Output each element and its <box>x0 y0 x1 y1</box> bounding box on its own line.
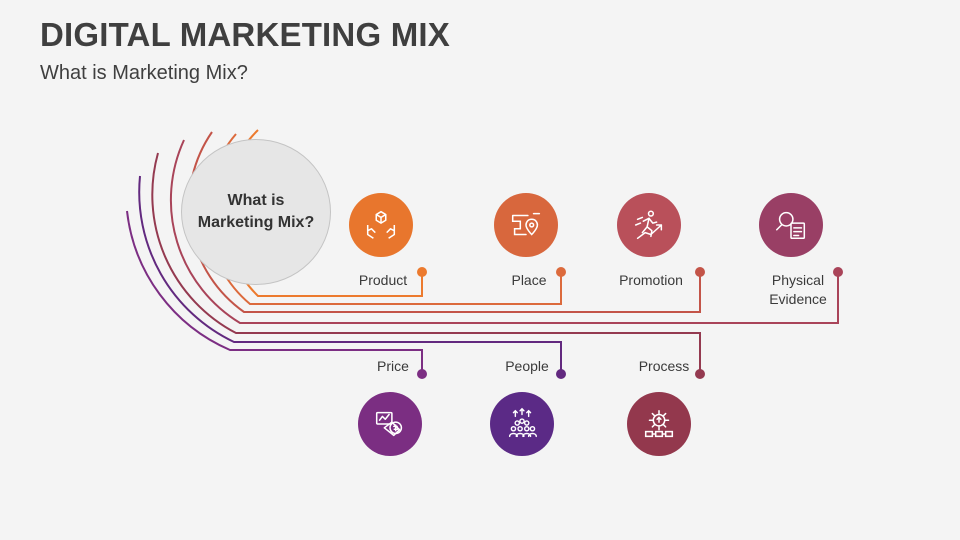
dot-physical-evidence <box>833 267 843 277</box>
connector-process <box>151 152 701 374</box>
process-node <box>627 392 691 456</box>
boxes-in-hands-icon <box>366 210 396 239</box>
product-node <box>349 193 413 257</box>
product-label: Product <box>358 272 408 288</box>
center-label-line2: Marketing Mix? <box>197 214 315 231</box>
page-title: DIGITAL MARKETING MIX <box>40 16 450 53</box>
route-map-pin-icon <box>511 212 541 236</box>
place-label: Place <box>511 272 547 288</box>
dot-process <box>695 369 705 379</box>
page-subtitle: What is Marketing Mix? <box>40 62 248 84</box>
gear-process-icon <box>644 409 674 438</box>
place-node <box>494 193 558 257</box>
promotion-node <box>617 193 681 257</box>
physical-evidence-node <box>759 193 823 257</box>
dot-place <box>556 267 566 277</box>
promotion-label: Promotion <box>619 272 683 288</box>
connector-physical-evidence <box>169 139 839 324</box>
center-label: What is Marketing Mix? <box>191 190 321 234</box>
group-people-icon <box>508 407 537 438</box>
physical-evidence-label-line1: Physical <box>771 272 825 288</box>
process-label: Process <box>638 358 690 374</box>
connector-price <box>126 210 423 374</box>
center-circle: What is Marketing Mix? <box>181 139 331 285</box>
dot-price <box>417 369 427 379</box>
dot-product <box>417 267 427 277</box>
dot-promotion <box>695 267 705 277</box>
price-label: Price <box>377 358 409 374</box>
people-label: People <box>505 358 549 374</box>
center-label-line1: What is <box>227 192 285 209</box>
price-tag-dollar-icon <box>375 411 403 437</box>
people-node <box>490 392 554 456</box>
connector-people <box>138 175 562 374</box>
dot-people <box>556 369 566 379</box>
physical-evidence-label-line2: Evidence <box>769 291 827 307</box>
search-document-icon <box>775 211 806 240</box>
price-node <box>358 392 422 456</box>
runner-growth-arrow-icon <box>634 210 663 240</box>
physical-evidence-label: Physical Evidence <box>760 271 836 309</box>
